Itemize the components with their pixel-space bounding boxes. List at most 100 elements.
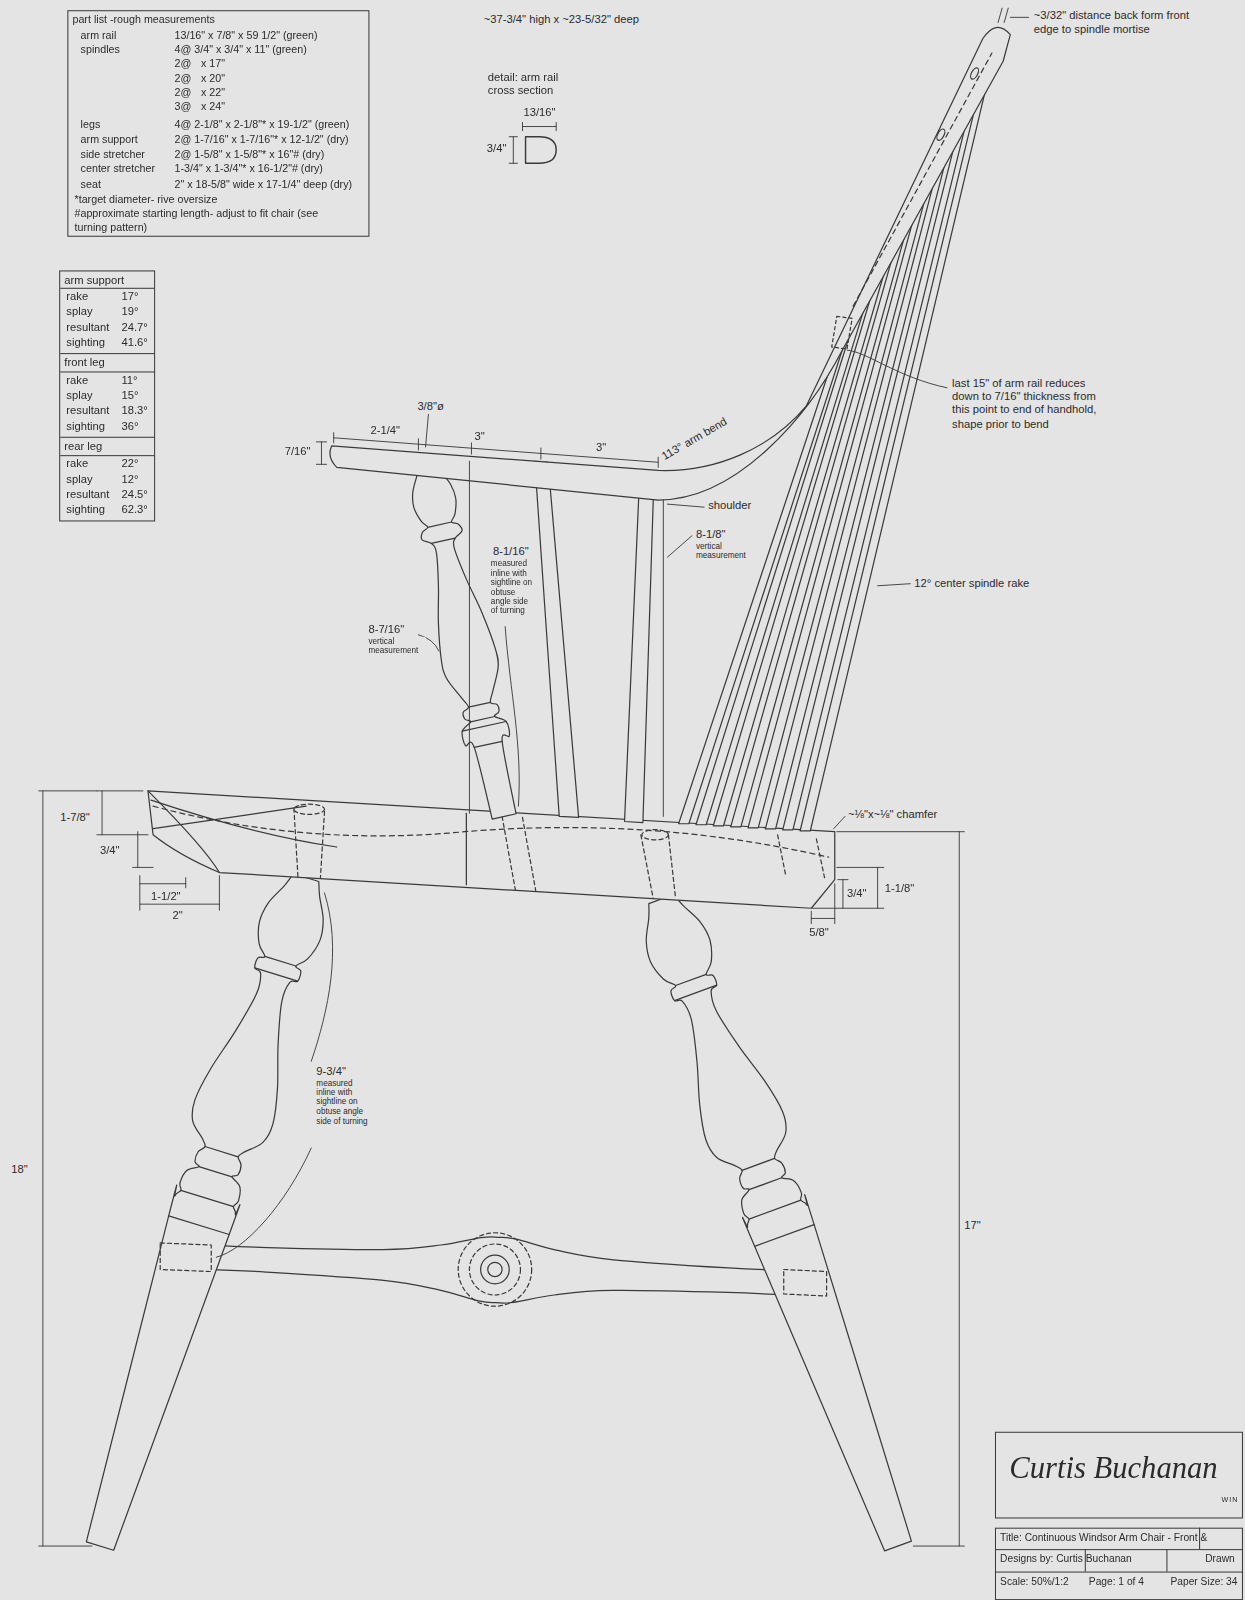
turning-ring xyxy=(755,1225,814,1247)
leg-turning xyxy=(646,894,911,1550)
title-rule xyxy=(1166,1549,1167,1571)
table-rule xyxy=(60,371,154,372)
table-text: 18.3° xyxy=(121,404,147,417)
stretcher-turning xyxy=(209,1237,787,1303)
tenon-outline xyxy=(641,835,676,898)
arm-support-turning xyxy=(413,455,517,819)
table-text: Title: Continuous Windsor Arm Chair - Fr… xyxy=(1000,1532,1207,1544)
table-text: 36° xyxy=(121,419,138,432)
mortise-mark xyxy=(969,67,980,81)
table-rule xyxy=(60,353,154,354)
table-text: x 24" xyxy=(201,100,225,113)
table-text: 24.7° xyxy=(121,320,147,333)
dimension-line xyxy=(837,832,965,1546)
vertical-reference xyxy=(663,500,664,816)
table-text: arm support xyxy=(81,133,138,146)
stretcher xyxy=(209,1237,787,1303)
table-text: Page: 1 of 4 xyxy=(1089,1576,1144,1588)
annotation-label: 8-1/16" xyxy=(492,545,530,558)
mortise-line xyxy=(853,53,992,306)
table-text: x 22" xyxy=(201,86,225,99)
annotation-label: 17" xyxy=(963,1218,982,1231)
turning-ring xyxy=(431,538,455,543)
table-text: Designs by: Curtis Buchanan xyxy=(1000,1553,1132,1565)
table-text: 2@ 1-7/16" x 1-7/16"* x 12-1/2" (dry) xyxy=(175,133,349,146)
table-text: legs xyxy=(81,117,101,130)
table-text: Scale: 50%/1:2 xyxy=(1000,1576,1069,1588)
annotation-label: 13/16" xyxy=(522,106,556,119)
dimension-line xyxy=(97,791,153,868)
annotation-label: 3/4" xyxy=(846,887,868,900)
leader-line xyxy=(311,893,332,1061)
table-rule xyxy=(60,288,154,289)
leader-line xyxy=(505,627,519,807)
table-text: 2@ 1-5/8" x 1-5/8"* x 16"# (dry) xyxy=(175,148,325,161)
table-text: 1-3/4" x 1-3/4"* x 16-1/2"# (dry) xyxy=(175,162,323,175)
leader-line xyxy=(998,8,1029,22)
hub-circle xyxy=(458,1233,531,1306)
tenon-outline xyxy=(502,816,536,890)
turning-ring xyxy=(675,985,717,1000)
annotation-label: 9-3/4" xyxy=(315,1064,347,1077)
table-text: *target diameter- rive oversize xyxy=(74,193,217,206)
dimension-line xyxy=(811,884,834,924)
table-text: rake xyxy=(66,290,88,303)
turning-ring xyxy=(749,1178,782,1190)
seat-section-line xyxy=(466,813,467,884)
table-text: spindles xyxy=(81,43,120,56)
table-text: rake xyxy=(66,374,88,387)
table-text: 4@ 3/4" x 3/4" x 11" (green) xyxy=(175,43,307,56)
annotation-label: detail: arm rail cross section xyxy=(487,70,576,97)
table-text: 12° xyxy=(121,472,138,485)
tenon-outline xyxy=(784,1269,827,1296)
table-text: 13/16" x 7/8" x 59 1/2" (green) xyxy=(175,29,318,42)
annotation-label: 3/4" xyxy=(99,844,121,857)
turning-ring xyxy=(181,1190,234,1206)
table-text: front leg xyxy=(64,356,105,369)
table-text: splay xyxy=(66,472,92,485)
leader-line xyxy=(834,816,845,828)
table-text: seat xyxy=(81,178,101,191)
leader-line xyxy=(426,412,429,447)
table-text: arm rail xyxy=(81,29,117,42)
turning-ring xyxy=(749,1200,801,1219)
annotation-label: 5/8" xyxy=(808,926,830,939)
turning-ring xyxy=(428,522,452,527)
table-text: splay xyxy=(66,389,92,402)
table-text: 2@ xyxy=(175,86,192,99)
annotation-label: 8-1/8" xyxy=(695,528,727,541)
rail-cross-section xyxy=(526,137,557,164)
table-text: 11° xyxy=(121,374,137,387)
annotation-label: 113° arm bend xyxy=(659,414,731,463)
tenon-outline xyxy=(294,804,325,814)
annotation-label: 1-7/8" xyxy=(59,811,91,824)
annotation-label: last 15" of arm rail reduces down to 7/1… xyxy=(951,377,1106,431)
annotation-label: 2-1/4" xyxy=(369,424,401,437)
dimension-line xyxy=(316,442,326,464)
annotation-label: 3/4" xyxy=(486,142,508,155)
table-text: 17° xyxy=(121,290,138,303)
dimension-line xyxy=(509,122,556,163)
annotation-label: measured inline with sightline on obtuse… xyxy=(490,559,535,615)
spindle xyxy=(535,461,579,817)
hub-circle xyxy=(469,1244,520,1295)
seat-edge xyxy=(151,800,337,847)
dimension-line xyxy=(812,867,883,908)
table-rule xyxy=(60,437,154,438)
stretcher-tenons xyxy=(160,1243,826,1296)
turning-ring xyxy=(462,721,506,731)
arm-rail-outline xyxy=(330,27,1010,500)
table-text: x 20" xyxy=(201,71,225,84)
table-text: 62.3° xyxy=(121,503,147,516)
table-text: 15° xyxy=(121,389,138,402)
title-rule xyxy=(995,1549,1243,1550)
table-text: resultant xyxy=(66,488,109,501)
table-text: 19° xyxy=(121,305,138,318)
mortise-mark xyxy=(832,316,852,349)
spindle xyxy=(800,86,986,831)
vertical-reference xyxy=(469,461,470,813)
annotation-label: 3" xyxy=(474,430,486,443)
table-text: #approximate starting length- adjust to … xyxy=(74,207,329,233)
table-text: rear leg xyxy=(64,440,102,453)
